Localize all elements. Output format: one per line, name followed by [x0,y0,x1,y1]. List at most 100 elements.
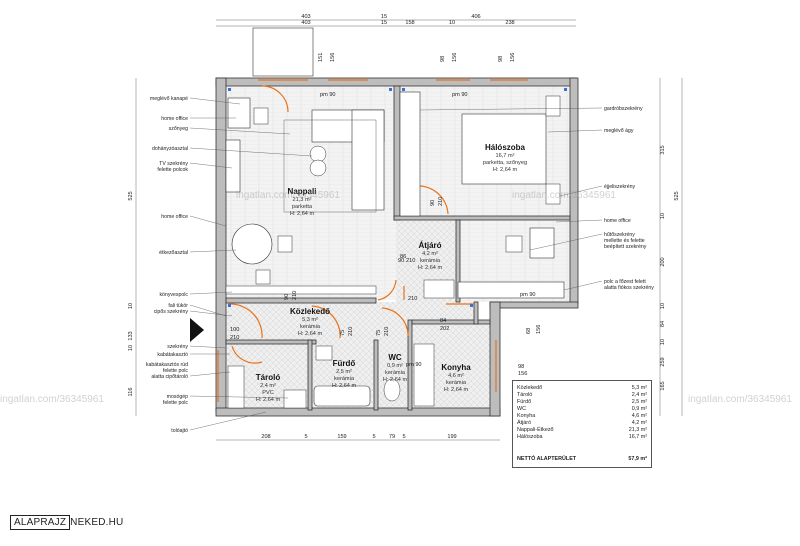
dimension-label: 525 [674,191,680,200]
leader-line [555,219,603,223]
dimension-label: 98 [498,56,504,62]
furniture-label: mosógép [167,394,188,400]
wall-storage-top [225,339,317,345]
dimension-label: 159 [337,434,346,440]
room-floor-kitchen: kerámia [446,380,467,386]
dimension-label: 10 [128,303,134,309]
balcony [252,27,314,77]
tv-cabinet [225,139,241,193]
dimension-label: 75 [340,330,346,336]
wall-corridor-right [473,301,479,325]
room-name-storage: Tároló [256,373,281,382]
wall-right-bottom [489,301,501,417]
furniture-label: polc a főzest felett [604,279,646,285]
wall-right-step [489,301,579,309]
dimension-label: pm 90 [406,362,422,368]
leader-line [189,147,313,157]
dimension-label: 200 [660,257,666,266]
door-storage [231,345,263,364]
room-floor-storage: PVC [262,390,274,396]
desk-living [227,97,251,129]
dimension-label: 210 [348,327,354,336]
corner-markers [228,88,567,307]
wall-living-corridor [225,297,377,304]
furniture-label: meglévő kanapé [150,96,188,102]
dimension-label: 133 [128,331,134,340]
watermark-1: ingatlan.com/36345961 [0,394,104,405]
chair-bedroom [505,235,523,253]
wall-bedroom-lower [393,215,571,221]
dimension-label: 238 [505,20,514,26]
leader-line [189,371,231,377]
room-height-wc: H: 2,64 m [383,377,408,383]
dimension-label: 151 [318,53,324,62]
dimension-label: 15 [381,20,387,26]
dining-chair-2 [255,269,271,285]
wall-hall-right [455,219,461,303]
room-height-bedroom: H: 2,64 m [493,167,518,173]
room-area-kitchen: 4,6 m² [448,373,464,379]
dimension-label: pm 90 [520,292,536,298]
furniture-label: TV szekrény [159,161,188,167]
dimension-label: 199 [447,434,456,440]
kitchen-cabinet [457,281,565,299]
dimension-label: 98 [518,364,524,370]
room-area-hall: 4,2 m² [422,251,438,257]
furniture-label: kabátakasztó [157,352,188,358]
dimension-label: 165 [660,381,666,390]
leader-line [547,129,603,133]
furniture-label: beépített szekrény [604,244,647,250]
room-height-bathroom: H: 2,64 m [332,383,357,389]
dimension-label: 90 [284,294,290,300]
furniture-label: dohányzóasztal [152,146,188,152]
dining-chair [277,235,293,253]
furniture-label: könyvespolc [159,292,188,298]
furniture-label: alatta fiókos szekrény [604,285,654,291]
furniture-label: felette polc [163,368,188,374]
door-balcony [261,85,289,113]
furniture-label: szekrény [167,344,188,350]
room-labels: Nappali 21,3 m² parketta H: 2,64 m Hálós… [256,143,527,403]
dimension-label: 5 [402,434,405,440]
dimension-label: 84 [440,318,446,324]
furniture-label: home office [604,218,631,224]
nightstand-2 [545,183,561,205]
room-area-wc: 0,9 m² [387,363,403,369]
dimension-label: 156 [510,53,516,62]
furniture-label: éjjeliszekrény [604,184,636,190]
washing-machine [283,389,307,409]
dimension-lines [135,19,683,441]
dimension-label: 90 [398,258,404,264]
dimension-label: 79 [389,434,395,440]
coffee-table [309,145,327,163]
room-area-storage: 2,4 m² [260,383,276,389]
door-entrance [227,303,263,339]
room-name-wc: WC [388,353,402,362]
room-floor-living: parketta [292,204,313,210]
dimension-label: 210 [408,296,417,302]
wardrobe [399,91,421,217]
watermarks: ingatlan.com/36345961 ingatlan.com/36345… [0,190,792,405]
leader-line [563,280,603,291]
leader-line [189,215,227,227]
door-living [377,279,397,301]
leader-line [529,233,603,251]
nightstand-1 [545,95,561,117]
leader-line [189,304,227,317]
dimension-label: 116 [128,388,134,397]
watermark-3: ingatlan.com/36345961 [512,190,616,201]
room-floor-bathroom: kerámia [334,376,355,382]
dimension-label: 10 [449,20,455,26]
